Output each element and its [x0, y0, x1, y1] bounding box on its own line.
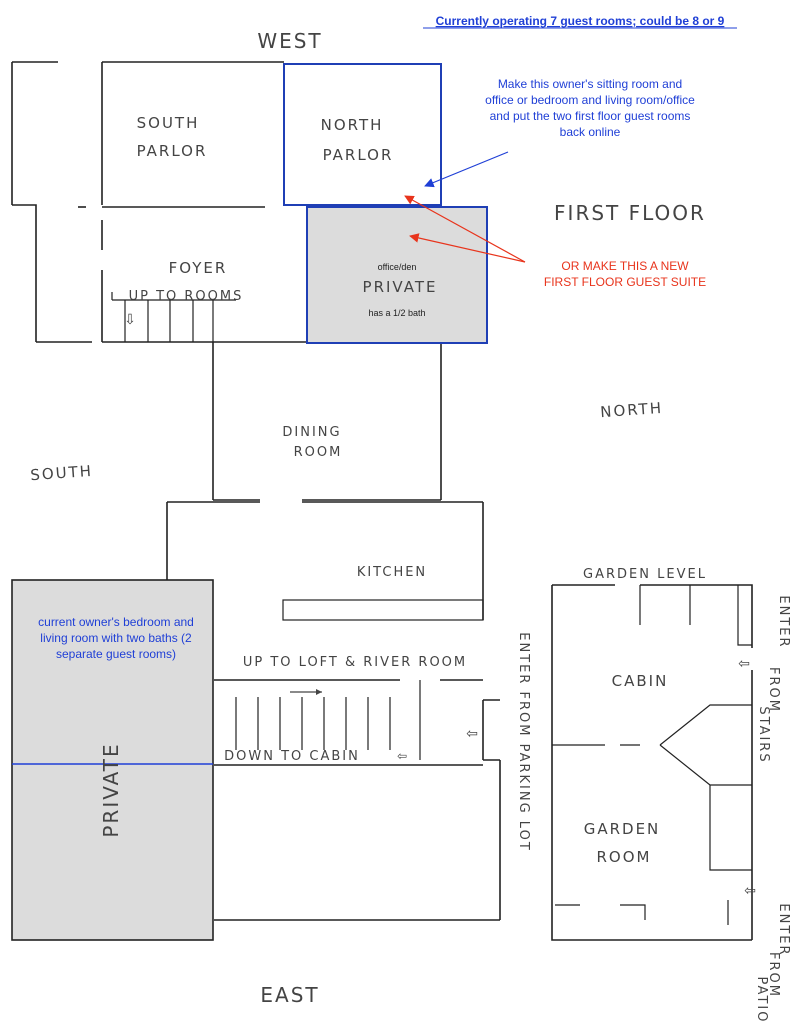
- office-den-label: office/den: [378, 262, 417, 272]
- dining-label-1: DINING: [282, 425, 341, 440]
- enter-stairs-label-2: FROM: [766, 667, 781, 713]
- owner-note-line-3: separate guest rooms): [56, 647, 176, 661]
- loft-arrow-head-icon: [316, 689, 322, 695]
- cabin-label: CABIN: [612, 672, 669, 690]
- compass-south: SOUTH: [30, 462, 94, 484]
- north-parlor-label-2: PARLOR: [323, 146, 394, 164]
- blue-note-line-3: and put the two first floor guest rooms: [490, 109, 691, 123]
- south-parlor-label-1: SOUTH: [137, 114, 200, 132]
- up-to-loft-label: UP TO LOFT & RIVER ROOM: [243, 655, 467, 670]
- enter-parking-label: ENTER FROM PARKING LOT: [516, 632, 531, 852]
- blue-note-line-1: Make this owner's sitting room and: [498, 77, 682, 91]
- private-east-label: PRIVATE: [99, 742, 123, 837]
- half-bath-label: has a 1/2 bath: [368, 308, 425, 318]
- dining-label-2: ROOM: [294, 445, 343, 460]
- red-note-line-2: FIRST FLOOR GUEST SUITE: [544, 275, 706, 289]
- arrow-icon-down-cabin: ⇦: [397, 749, 407, 763]
- kitchen-label: KITCHEN: [357, 565, 427, 580]
- blue-note-line-4: back online: [560, 125, 621, 139]
- red-note-arrow-2: [409, 233, 526, 263]
- garden-level-label: GARDEN LEVEL: [583, 567, 707, 582]
- private-office-label: PRIVATE: [363, 278, 438, 296]
- red-note-arrow-1: [404, 195, 526, 263]
- enter-stairs-label-3: STAIRS: [756, 706, 771, 763]
- enter-stairs-label-1: ENTER: [776, 595, 791, 648]
- enter-patio-label-1: ENTER: [776, 903, 791, 956]
- blue-note-line-2: office or bedroom and living room/office: [485, 93, 695, 107]
- stairs-up-arrow-icon: ⇩: [124, 312, 136, 328]
- private-office: [306, 206, 488, 344]
- entry-arrow-icon: ⇦: [466, 726, 478, 742]
- south-parlor-label-2: PARLOR: [137, 142, 208, 160]
- garden-room-label-2: ROOM: [597, 848, 652, 866]
- down-to-cabin-label: DOWN TO CABIN: [224, 749, 360, 764]
- red-note-line-1: OR MAKE THIS A NEW: [561, 259, 689, 273]
- compass-east: EAST: [260, 983, 319, 1007]
- arrow-icon-patio: ⇦: [744, 883, 756, 899]
- enter-patio-label-2: FROM: [766, 952, 781, 998]
- north-parlor: [283, 63, 442, 206]
- blue-note-arrow: [424, 151, 509, 188]
- first-floor-walls: [11, 61, 501, 921]
- private-owner-block: [11, 579, 214, 941]
- owner-note-line-1: current owner's bedroom and: [38, 615, 194, 629]
- first-floor-label: FIRST FLOOR: [554, 201, 706, 225]
- arrow-icon-stairs: ⇦: [738, 656, 750, 672]
- compass-west: WEST: [257, 29, 322, 53]
- up-to-rooms-label: UP TO ROOMS: [129, 289, 244, 304]
- enter-patio-label-3: PATIO: [754, 977, 769, 1024]
- north-parlor-label-1: NORTH: [321, 116, 384, 134]
- owner-note-line-2: living room with two baths (2: [40, 631, 192, 645]
- foyer-label: FOYER: [169, 259, 228, 277]
- header-note: Currently operating 7 guest rooms; could…: [436, 14, 725, 28]
- garden-room-label-1: GARDEN: [584, 820, 661, 838]
- garden-walls: [551, 584, 753, 941]
- compass-north: NORTH: [600, 399, 664, 421]
